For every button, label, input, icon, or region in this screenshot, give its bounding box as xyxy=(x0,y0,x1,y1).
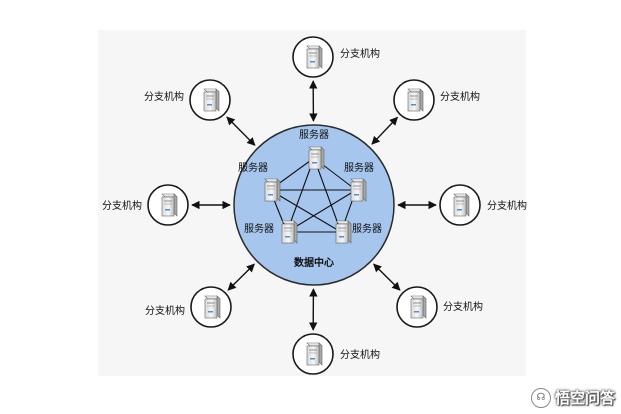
server-label: 服务器 xyxy=(344,161,374,174)
branch-label: 分支机构 xyxy=(145,304,185,317)
branch-label: 分支机构 xyxy=(440,90,480,103)
branch-node: 分支机构 xyxy=(144,79,231,121)
server-icon xyxy=(306,45,323,69)
branch-label: 分支机构 xyxy=(443,300,483,313)
server-node: 服务器 xyxy=(335,220,382,244)
branch-connector xyxy=(371,116,399,145)
server-icon xyxy=(306,342,323,366)
server-nodes: 服务器服务器服务器服务器服务器 xyxy=(238,128,382,244)
server-icon xyxy=(308,146,325,170)
datacenter-circle xyxy=(233,124,395,286)
server-label: 服务器 xyxy=(299,128,329,141)
server-icon xyxy=(161,193,178,217)
server-node: 服务器 xyxy=(244,220,298,244)
branch-node: 分支机构 xyxy=(439,184,527,226)
server-icon xyxy=(335,220,352,244)
branch-node: 分支机构 xyxy=(145,286,232,328)
branch-node: 分支机构 xyxy=(292,36,380,78)
branch-label: 分支机构 xyxy=(102,199,142,212)
branch-node: 分支机构 xyxy=(396,286,483,328)
branch-connector xyxy=(373,263,401,291)
server-node: 服务器 xyxy=(299,128,329,170)
branch-node: 分支机构 xyxy=(102,184,189,226)
branch-label: 分支机构 xyxy=(340,47,380,60)
branch-node: 分支机构 xyxy=(393,79,480,121)
server-label: 服务器 xyxy=(352,222,382,235)
headset-icon: ☊ xyxy=(530,387,551,408)
server-icon xyxy=(204,295,221,319)
watermark: ☊ 悟空问答 xyxy=(530,387,615,408)
mesh-link xyxy=(286,157,315,233)
server-icon xyxy=(281,220,298,244)
mesh-link xyxy=(286,189,357,233)
branch-node: 分支机构 xyxy=(292,333,380,375)
server-label: 服务器 xyxy=(244,222,274,235)
datacenter-label: 数据中心 xyxy=(294,256,334,269)
branch-connector xyxy=(227,263,255,291)
server-icon xyxy=(264,178,281,202)
server-icon xyxy=(350,178,367,202)
mesh-link xyxy=(313,157,342,233)
server-icon xyxy=(407,88,424,112)
branch-label: 分支机构 xyxy=(487,199,527,212)
branch-label: 分支机构 xyxy=(340,348,380,361)
server-icon xyxy=(410,295,427,319)
server-icon xyxy=(203,88,220,112)
branch-label: 分支机构 xyxy=(144,90,184,103)
watermark-text: 悟空问答 xyxy=(554,389,615,407)
server-node: 服务器 xyxy=(344,161,374,202)
mesh-link xyxy=(269,189,342,233)
server-node: 服务器 xyxy=(238,161,281,202)
server-icon xyxy=(453,193,470,217)
branch-connectors xyxy=(191,80,437,331)
server-label: 服务器 xyxy=(238,161,268,174)
branch-connector xyxy=(226,116,256,146)
